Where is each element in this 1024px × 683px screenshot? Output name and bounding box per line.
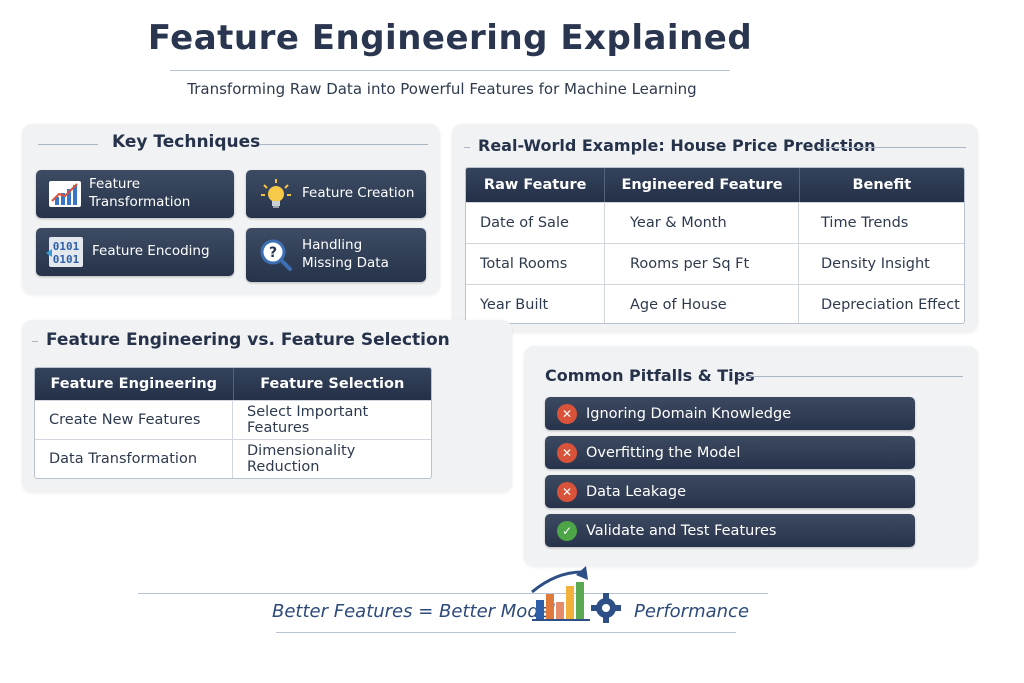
table-header: Raw Feature Engineered Feature Benefit xyxy=(466,168,964,202)
page-title: Feature Engineering Explained xyxy=(147,18,753,58)
table-cell: Rooms per Sq Ft xyxy=(605,244,799,284)
panel-title-rule-left xyxy=(38,144,98,145)
column-header: Engineered Feature xyxy=(605,168,800,202)
page-subtitle: Transforming Raw Data into Powerful Feat… xyxy=(187,80,697,98)
comparison-title: Feature Engineering vs. Feature Selectio… xyxy=(46,330,450,350)
column-header: Feature Engineering xyxy=(35,368,234,400)
panel-title-rule-right xyxy=(818,147,966,148)
table-row: Year Built Age of House Depreciation Eff… xyxy=(466,284,964,323)
table-cell: Density Insight xyxy=(821,256,930,272)
bar-chart-gear-icon xyxy=(530,564,630,628)
panel-title-rule-right xyxy=(738,376,963,377)
table-cell: Depreciation Effect xyxy=(821,297,960,313)
tip-label: Validate and Test Features xyxy=(586,522,777,539)
table-row: Total Rooms Rooms per Sq Ft Density Insi… xyxy=(466,243,964,284)
column-header: Benefit xyxy=(852,177,912,193)
magnifier-question-icon: ? xyxy=(256,235,296,275)
table-cell: Year & Month xyxy=(605,203,799,243)
technique-feature-encoding[interactable]: 0101 0101 Feature Encoding xyxy=(36,228,234,276)
check-icon: ✓ xyxy=(557,520,577,541)
title-divider xyxy=(170,70,730,71)
example-panel: Real-World Example: House Price Predicti… xyxy=(452,124,978,332)
pitfall-item: ✕ Ignoring Domain Knowledge xyxy=(545,397,915,430)
pitfall-item: ✕ Overfitting the Model xyxy=(545,436,915,469)
example-table: Raw Feature Engineered Feature Benefit D… xyxy=(465,167,965,324)
svg-text:0101: 0101 xyxy=(53,240,80,253)
column-header: Feature Selection xyxy=(260,376,405,392)
table-row: Create New Features Select Important Fea… xyxy=(35,400,431,439)
table-row: Date of Sale Year & Month Time Trends xyxy=(466,202,964,243)
pitfall-label: Overfitting the Model xyxy=(586,444,741,461)
pitfall-item: ✕ Data Leakage xyxy=(545,475,915,508)
technique-feature-creation[interactable]: Feature Creation xyxy=(246,170,426,218)
tip-item: ✓ Validate and Test Features xyxy=(545,514,915,547)
lightbulb-icon xyxy=(256,174,296,214)
panel-title-rule-left xyxy=(32,341,38,342)
comparison-table: Feature Engineering Feature Selection Cr… xyxy=(34,367,432,479)
footer-rule-top xyxy=(138,593,768,594)
example-title: Real-World Example: House Price Predicti… xyxy=(478,136,876,155)
technique-label: Feature Creation xyxy=(302,185,415,202)
technique-label: Feature Encoding xyxy=(92,243,210,260)
table-cell: Date of Sale xyxy=(466,203,605,243)
panel-title-rule-left xyxy=(464,147,470,148)
trend-chart-icon xyxy=(46,174,83,214)
column-header: Raw Feature xyxy=(466,168,606,202)
table-cell: Create New Features xyxy=(35,401,233,439)
table-cell: Data Transformation xyxy=(35,440,233,478)
key-techniques-title: Key Techniques xyxy=(112,132,261,152)
pitfall-label: Ignoring Domain Knowledge xyxy=(586,405,792,422)
key-techniques-panel: Key Techniques Feature Transformation xyxy=(22,124,440,294)
error-icon: ✕ xyxy=(557,442,577,463)
table-cell: Select Important Features xyxy=(247,404,369,436)
svg-text:0101: 0101 xyxy=(53,253,80,266)
error-icon: ✕ xyxy=(557,403,577,424)
table-header: Feature Engineering Feature Selection xyxy=(35,368,431,400)
table-cell: Time Trends xyxy=(821,215,909,231)
pitfall-label: Data Leakage xyxy=(586,483,687,500)
table-cell: Age of House xyxy=(605,285,799,323)
pitfalls-title: Common Pitfalls & Tips xyxy=(545,366,755,385)
technique-feature-transformation[interactable]: Feature Transformation xyxy=(36,170,234,218)
table-cell: Total Rooms xyxy=(466,244,605,284)
technique-handling-missing-data[interactable]: ? Handling Missing Data xyxy=(246,228,426,282)
technique-label: Handling Missing Data xyxy=(302,237,389,271)
table-cell: Dimensionality Reduction xyxy=(247,443,356,475)
table-row: Data Transformation Dimensionality Reduc… xyxy=(35,439,431,478)
error-icon: ✕ xyxy=(557,481,577,502)
binary-code-icon: 0101 0101 xyxy=(46,232,86,272)
svg-text:?: ? xyxy=(269,245,277,261)
panel-title-rule-right xyxy=(260,144,428,145)
footer-text-left: Better Features = Better Model xyxy=(272,601,555,622)
footer-text-right: Performance xyxy=(634,601,750,622)
technique-label: Feature Transformation xyxy=(89,176,191,210)
footer-rule-bottom xyxy=(276,632,736,633)
table-cell: Year Built xyxy=(466,285,605,323)
comparison-panel: Feature Engineering vs. Feature Selectio… xyxy=(22,320,512,492)
